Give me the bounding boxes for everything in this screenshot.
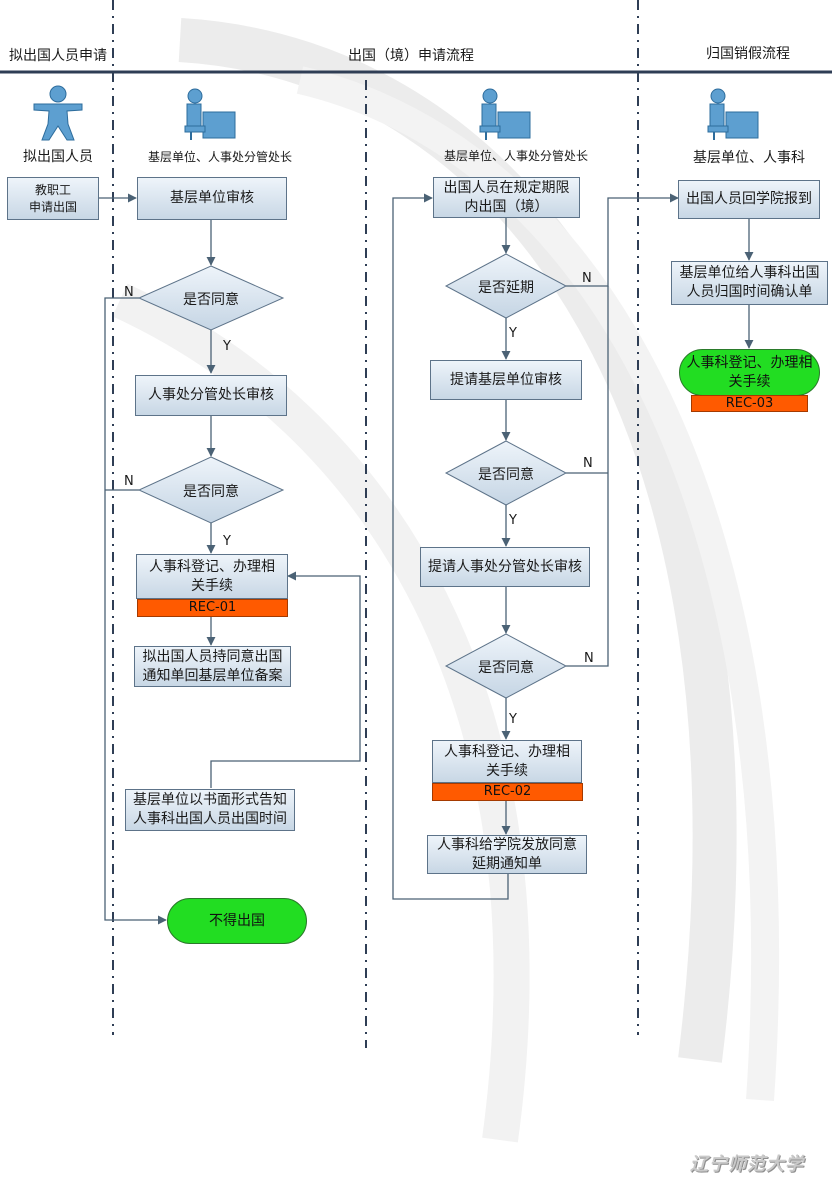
label-yes: Y	[223, 339, 231, 354]
process-unit-review: 基层单位审核	[137, 177, 287, 220]
decision-extend: 是否延期	[478, 280, 534, 296]
applicant-person-icon	[33, 85, 83, 141]
operator-computer-icon	[184, 88, 236, 140]
terminal-denied: 不得出国	[167, 898, 307, 944]
process-register-1: 人事科登记、办理相 关手续	[136, 554, 288, 599]
university-logo-text: 辽宁师范大学	[690, 1154, 804, 1175]
decision-agree-2: 是否同意	[183, 484, 239, 500]
decision-agree-1: 是否同意	[183, 292, 239, 308]
process-depart: 出国人员在规定期限 内出国（境）	[433, 177, 580, 218]
role-lane4: 基层单位、人事科	[693, 150, 805, 166]
label-no: N	[584, 651, 594, 666]
label-no: N	[124, 474, 134, 489]
process-register-2: 人事科登记、办理相 关手续	[432, 740, 582, 783]
lane-dividers	[112, 0, 639, 1048]
role-lane2: 基层单位、人事处分管处长	[147, 150, 292, 164]
process-extend-notice: 人事科给学院发放同意 延期通知单	[427, 835, 587, 874]
operator-computer-icon	[479, 88, 531, 140]
decision-agree-3: 是否同意	[478, 467, 534, 483]
process-written-notice: 基层单位以书面形式告知 人事科出国人员出国时间	[125, 789, 295, 831]
connectors	[99, 193, 754, 925]
lane-header-applicant: 拟出国人员申请	[9, 48, 107, 64]
label-no: N	[582, 271, 592, 286]
label-no: N	[124, 285, 134, 300]
record-rec-02: REC-02	[432, 783, 583, 801]
process-return-report: 出国人员回学院报到	[678, 180, 820, 219]
process-file-notice: 拟出国人员持同意出国 通知单回基层单位备案	[134, 646, 291, 687]
terminal-register-3: 人事科登记、办理相 关手续	[679, 349, 820, 396]
role-applicant: 拟出国人员	[23, 149, 93, 165]
record-rec-01: REC-01	[137, 599, 288, 617]
lane-header-application: 出国（境）申请流程	[348, 48, 474, 64]
process-director-review: 人事处分管处长审核	[135, 375, 287, 416]
label-yes: Y	[509, 712, 517, 727]
label-yes: Y	[509, 513, 517, 528]
process-unit-review-2: 提请基层单位审核	[430, 360, 582, 400]
operator-computer-icon	[707, 88, 759, 140]
decision-agree-4: 是否同意	[478, 660, 534, 676]
lane-header-return: 归国销假流程	[706, 46, 790, 62]
label-no: N	[583, 456, 593, 471]
process-confirm-form: 基层单位给人事科出国 人员归国时间确认单	[671, 261, 828, 305]
process-staff-apply: 教职工 申请出国	[7, 177, 99, 220]
process-director-review-2: 提请人事处分管处长审核	[420, 547, 590, 587]
label-yes: Y	[223, 534, 231, 549]
record-rec-03: REC-03	[691, 395, 808, 412]
label-yes: Y	[509, 326, 517, 341]
role-lane3: 基层单位、人事处分管处长	[443, 149, 588, 163]
